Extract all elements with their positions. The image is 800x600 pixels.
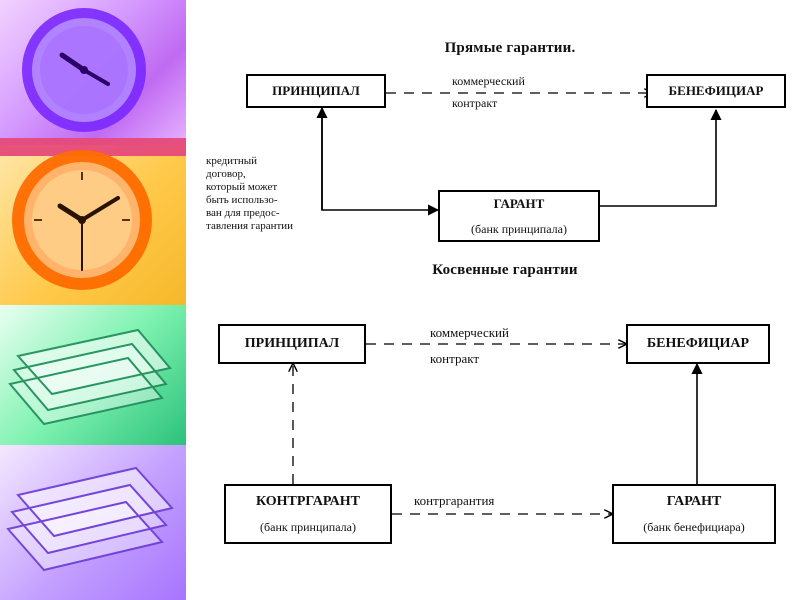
counter-guarantee-label: контргарантия xyxy=(414,493,495,508)
guarantor-sub-label: (банк бенефициара) xyxy=(643,519,745,534)
guarantor-box-bottom: ГАРАНТ (банк бенефициара) xyxy=(612,484,776,544)
principal-box-top: ПРИНЦИПАЛ xyxy=(246,74,386,108)
principal-box-bottom: ПРИНЦИПАЛ xyxy=(218,324,366,364)
documents-icon xyxy=(8,328,172,426)
credit-note-line: который может xyxy=(206,181,278,193)
decorative-art xyxy=(6,8,174,572)
credit-note-line: ван для предос- xyxy=(206,207,280,219)
commercial-label-line1: коммерческий xyxy=(430,325,509,340)
credit-agreement-note: кредитный договор, который может быть ис… xyxy=(206,155,324,233)
clock-icon xyxy=(12,150,152,290)
principal-label: ПРИНЦИПАЛ xyxy=(244,336,340,351)
clock-icon xyxy=(22,8,146,132)
commercial-label-line2: контракт xyxy=(452,96,498,110)
decorative-image-strip xyxy=(0,0,186,600)
beneficiary-label: БЕНЕФИЦИАР xyxy=(646,336,750,351)
counter-guarantor-label: КОНТРГАРАНТ xyxy=(255,493,361,509)
direct-guarantees-title: Прямые гарантии. xyxy=(444,40,576,56)
indirect-guarantees-title: Косвенные гарантии xyxy=(432,262,578,278)
guarantor-box-top: ГАРАНТ (банк принципала) xyxy=(438,190,600,242)
pink-band xyxy=(0,138,186,156)
guarantor-sub-label: (банк принципала) xyxy=(471,221,567,236)
beneficiary-box-top: БЕНЕФИЦИАР xyxy=(646,74,786,108)
counter-guarantor-box: КОНТРГАРАНТ (банк принципала) xyxy=(224,484,392,544)
credit-note-line: быть использо- xyxy=(206,194,278,206)
principal-label: ПРИНЦИПАЛ xyxy=(272,83,360,98)
commercial-contract-label-top: коммерческий контракт xyxy=(452,74,592,110)
arrow-credit-agreement xyxy=(316,106,440,216)
arrow-guarantee-top xyxy=(600,108,722,207)
credit-note-line: тавления гарантии xyxy=(206,220,294,232)
counter-guarantor-sub-label: (банк принципала) xyxy=(260,519,356,534)
guarantor-label: ГАРАНТ xyxy=(493,195,545,211)
beneficiary-label: БЕНЕФИЦИАР xyxy=(668,83,764,98)
beneficiary-box-bottom: БЕНЕФИЦИАР xyxy=(626,324,770,364)
documents-icon xyxy=(6,466,174,572)
commercial-label-line2: контракт xyxy=(430,351,480,366)
commercial-contract-label-bottom: коммерческий контракт xyxy=(430,325,590,366)
guarantor-label: ГАРАНТ xyxy=(666,493,722,509)
credit-note-line: договор, xyxy=(206,168,246,180)
credit-note-line: кредитный xyxy=(206,155,258,167)
commercial-label-line1: коммерческий xyxy=(452,74,525,88)
